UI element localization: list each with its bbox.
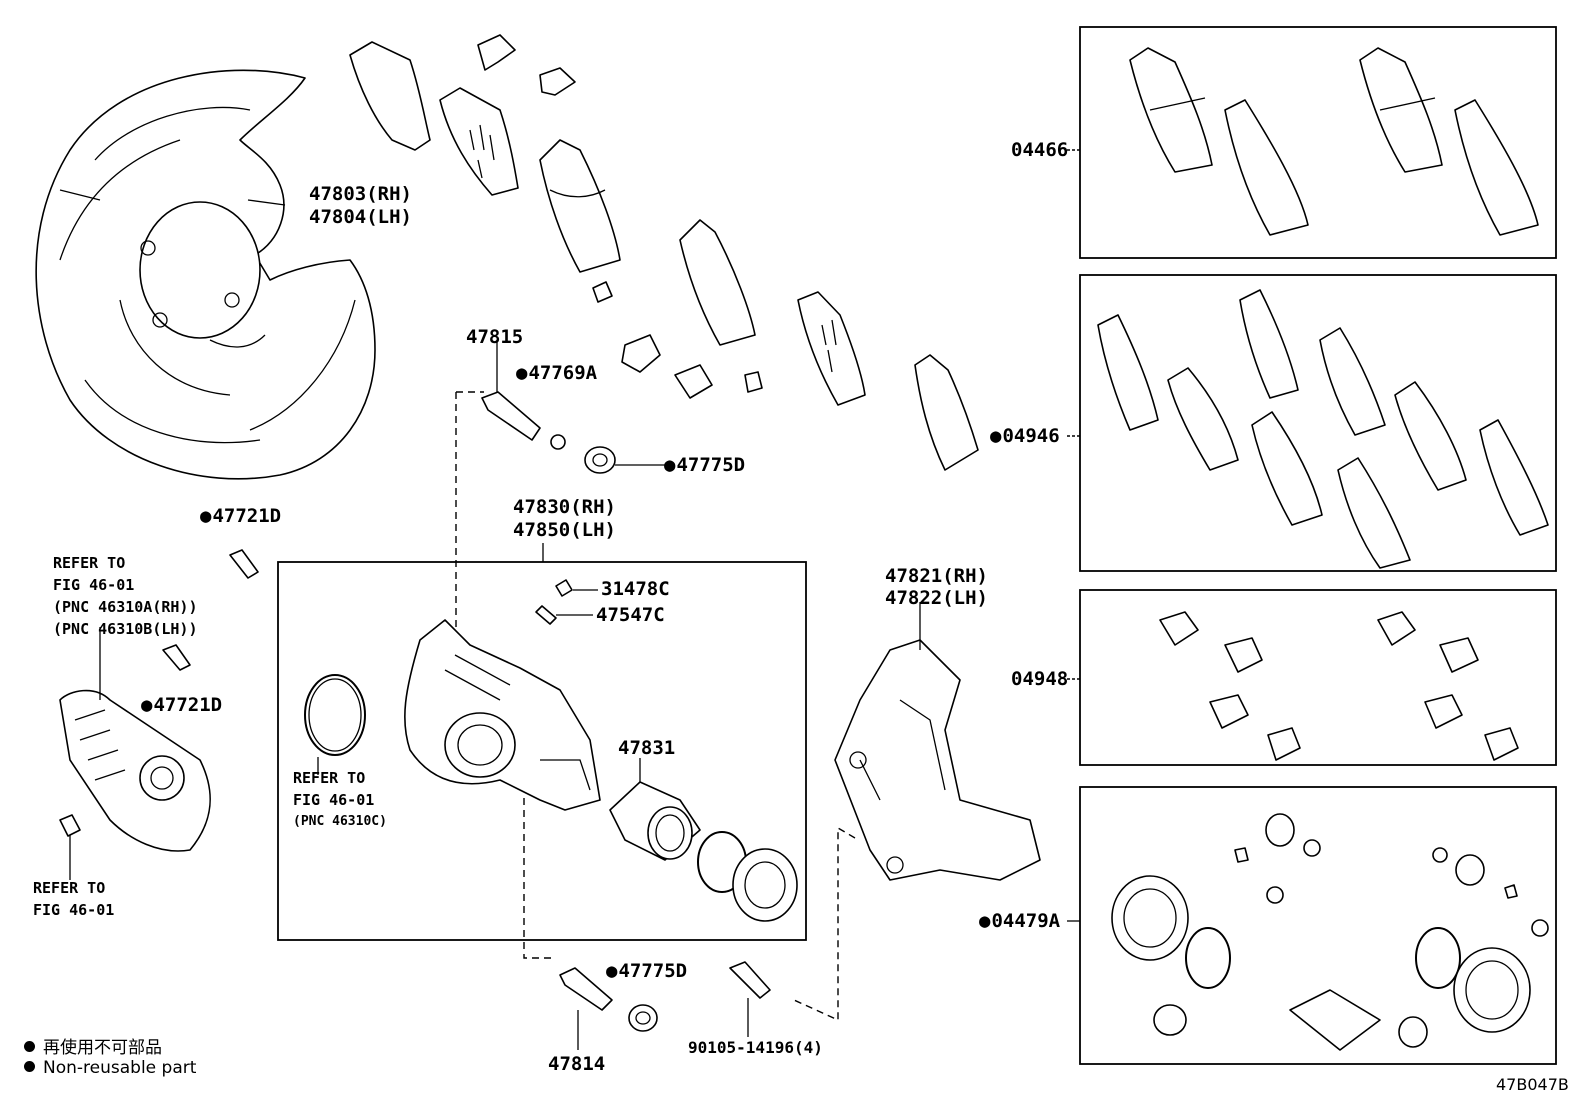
kit-box-04479a bbox=[1079, 786, 1557, 1065]
brake-pads-top bbox=[349, 34, 979, 471]
refer-seal-line1: REFER TO bbox=[293, 769, 366, 787]
legend-english: Non-reusable part bbox=[24, 1058, 196, 1078]
caliper-group-box bbox=[277, 561, 807, 941]
kit-box-04466 bbox=[1079, 26, 1557, 259]
refer-motor-line4: (PNC 46310B(LH)) bbox=[53, 620, 198, 638]
legend-bullet-icon bbox=[24, 1061, 35, 1072]
bolt-47721d-lower bbox=[162, 644, 191, 671]
kit-box-04946 bbox=[1079, 274, 1557, 572]
caliper-mounting bbox=[834, 639, 1041, 881]
caliper-piston bbox=[609, 781, 798, 922]
kit-04466-contents bbox=[1129, 47, 1539, 236]
legend-japanese: 再使用不可部品 bbox=[24, 1033, 162, 1058]
label-47547c: 47547C bbox=[596, 604, 665, 626]
refer-seal-line2: FIG 46-01 bbox=[293, 791, 375, 809]
label-04946: 04946 bbox=[990, 425, 1059, 447]
legend-japanese-text: 再使用不可部品 bbox=[43, 1038, 162, 1058]
label-04948: 04948 bbox=[1011, 668, 1069, 690]
piston-seal bbox=[304, 674, 366, 756]
refer-bottom-line1: REFER TO bbox=[33, 879, 106, 897]
label-47850: 47850(LH) bbox=[513, 519, 616, 541]
refer-motor-line2: FIG 46-01 bbox=[53, 576, 135, 594]
label-47831: 47831 bbox=[618, 737, 676, 759]
label-47814: 47814 bbox=[548, 1053, 606, 1075]
dust-shield bbox=[35, 69, 376, 480]
label-47804: 47804(LH) bbox=[309, 206, 412, 228]
label-47775d-lower: 47775D bbox=[606, 960, 687, 982]
bolt-47721d-upper bbox=[229, 549, 259, 579]
label-47769a: 47769A bbox=[516, 362, 597, 384]
parking-brake-motor bbox=[59, 689, 212, 852]
diagram-code: 47B047B bbox=[1496, 1075, 1569, 1094]
label-47822: 47822(LH) bbox=[885, 587, 988, 609]
refer-bottom-line2: FIG 46-01 bbox=[33, 901, 115, 919]
label-04479a: 04479A bbox=[979, 910, 1060, 932]
guide-pin-47815 bbox=[481, 391, 616, 474]
guide-pin-47814 bbox=[559, 967, 658, 1032]
kit-box-04948 bbox=[1079, 589, 1557, 766]
legend-bullet-icon bbox=[24, 1041, 35, 1052]
label-47775d-upper: 47775D bbox=[664, 454, 745, 476]
label-47803: 47803(RH) bbox=[309, 183, 412, 205]
label-47821: 47821(RH) bbox=[885, 565, 988, 587]
kit-04479a-contents bbox=[1111, 813, 1549, 1051]
label-47721d-lower: 47721D bbox=[141, 694, 222, 716]
refer-motor-line3: (PNC 46310A(RH)) bbox=[53, 598, 198, 616]
label-31478c: 31478C bbox=[601, 578, 670, 600]
label-47815: 47815 bbox=[466, 326, 524, 348]
label-47830: 47830(RH) bbox=[513, 496, 616, 518]
kit-04946-contents bbox=[1097, 289, 1549, 569]
refer-motor-line1: REFER TO bbox=[53, 554, 126, 572]
mounting-bolt bbox=[729, 961, 771, 999]
refer-seal-line3: (PNC 46310C) bbox=[293, 814, 387, 829]
label-47721d-upper: 47721D bbox=[200, 505, 281, 527]
label-04466: 04466 bbox=[1011, 139, 1069, 161]
legend-english-text: Non-reusable part bbox=[43, 1058, 197, 1078]
label-90105-14196: 90105-14196(4) bbox=[688, 1038, 823, 1057]
caliper-body bbox=[404, 619, 601, 811]
kit-04948-contents bbox=[1159, 611, 1519, 761]
